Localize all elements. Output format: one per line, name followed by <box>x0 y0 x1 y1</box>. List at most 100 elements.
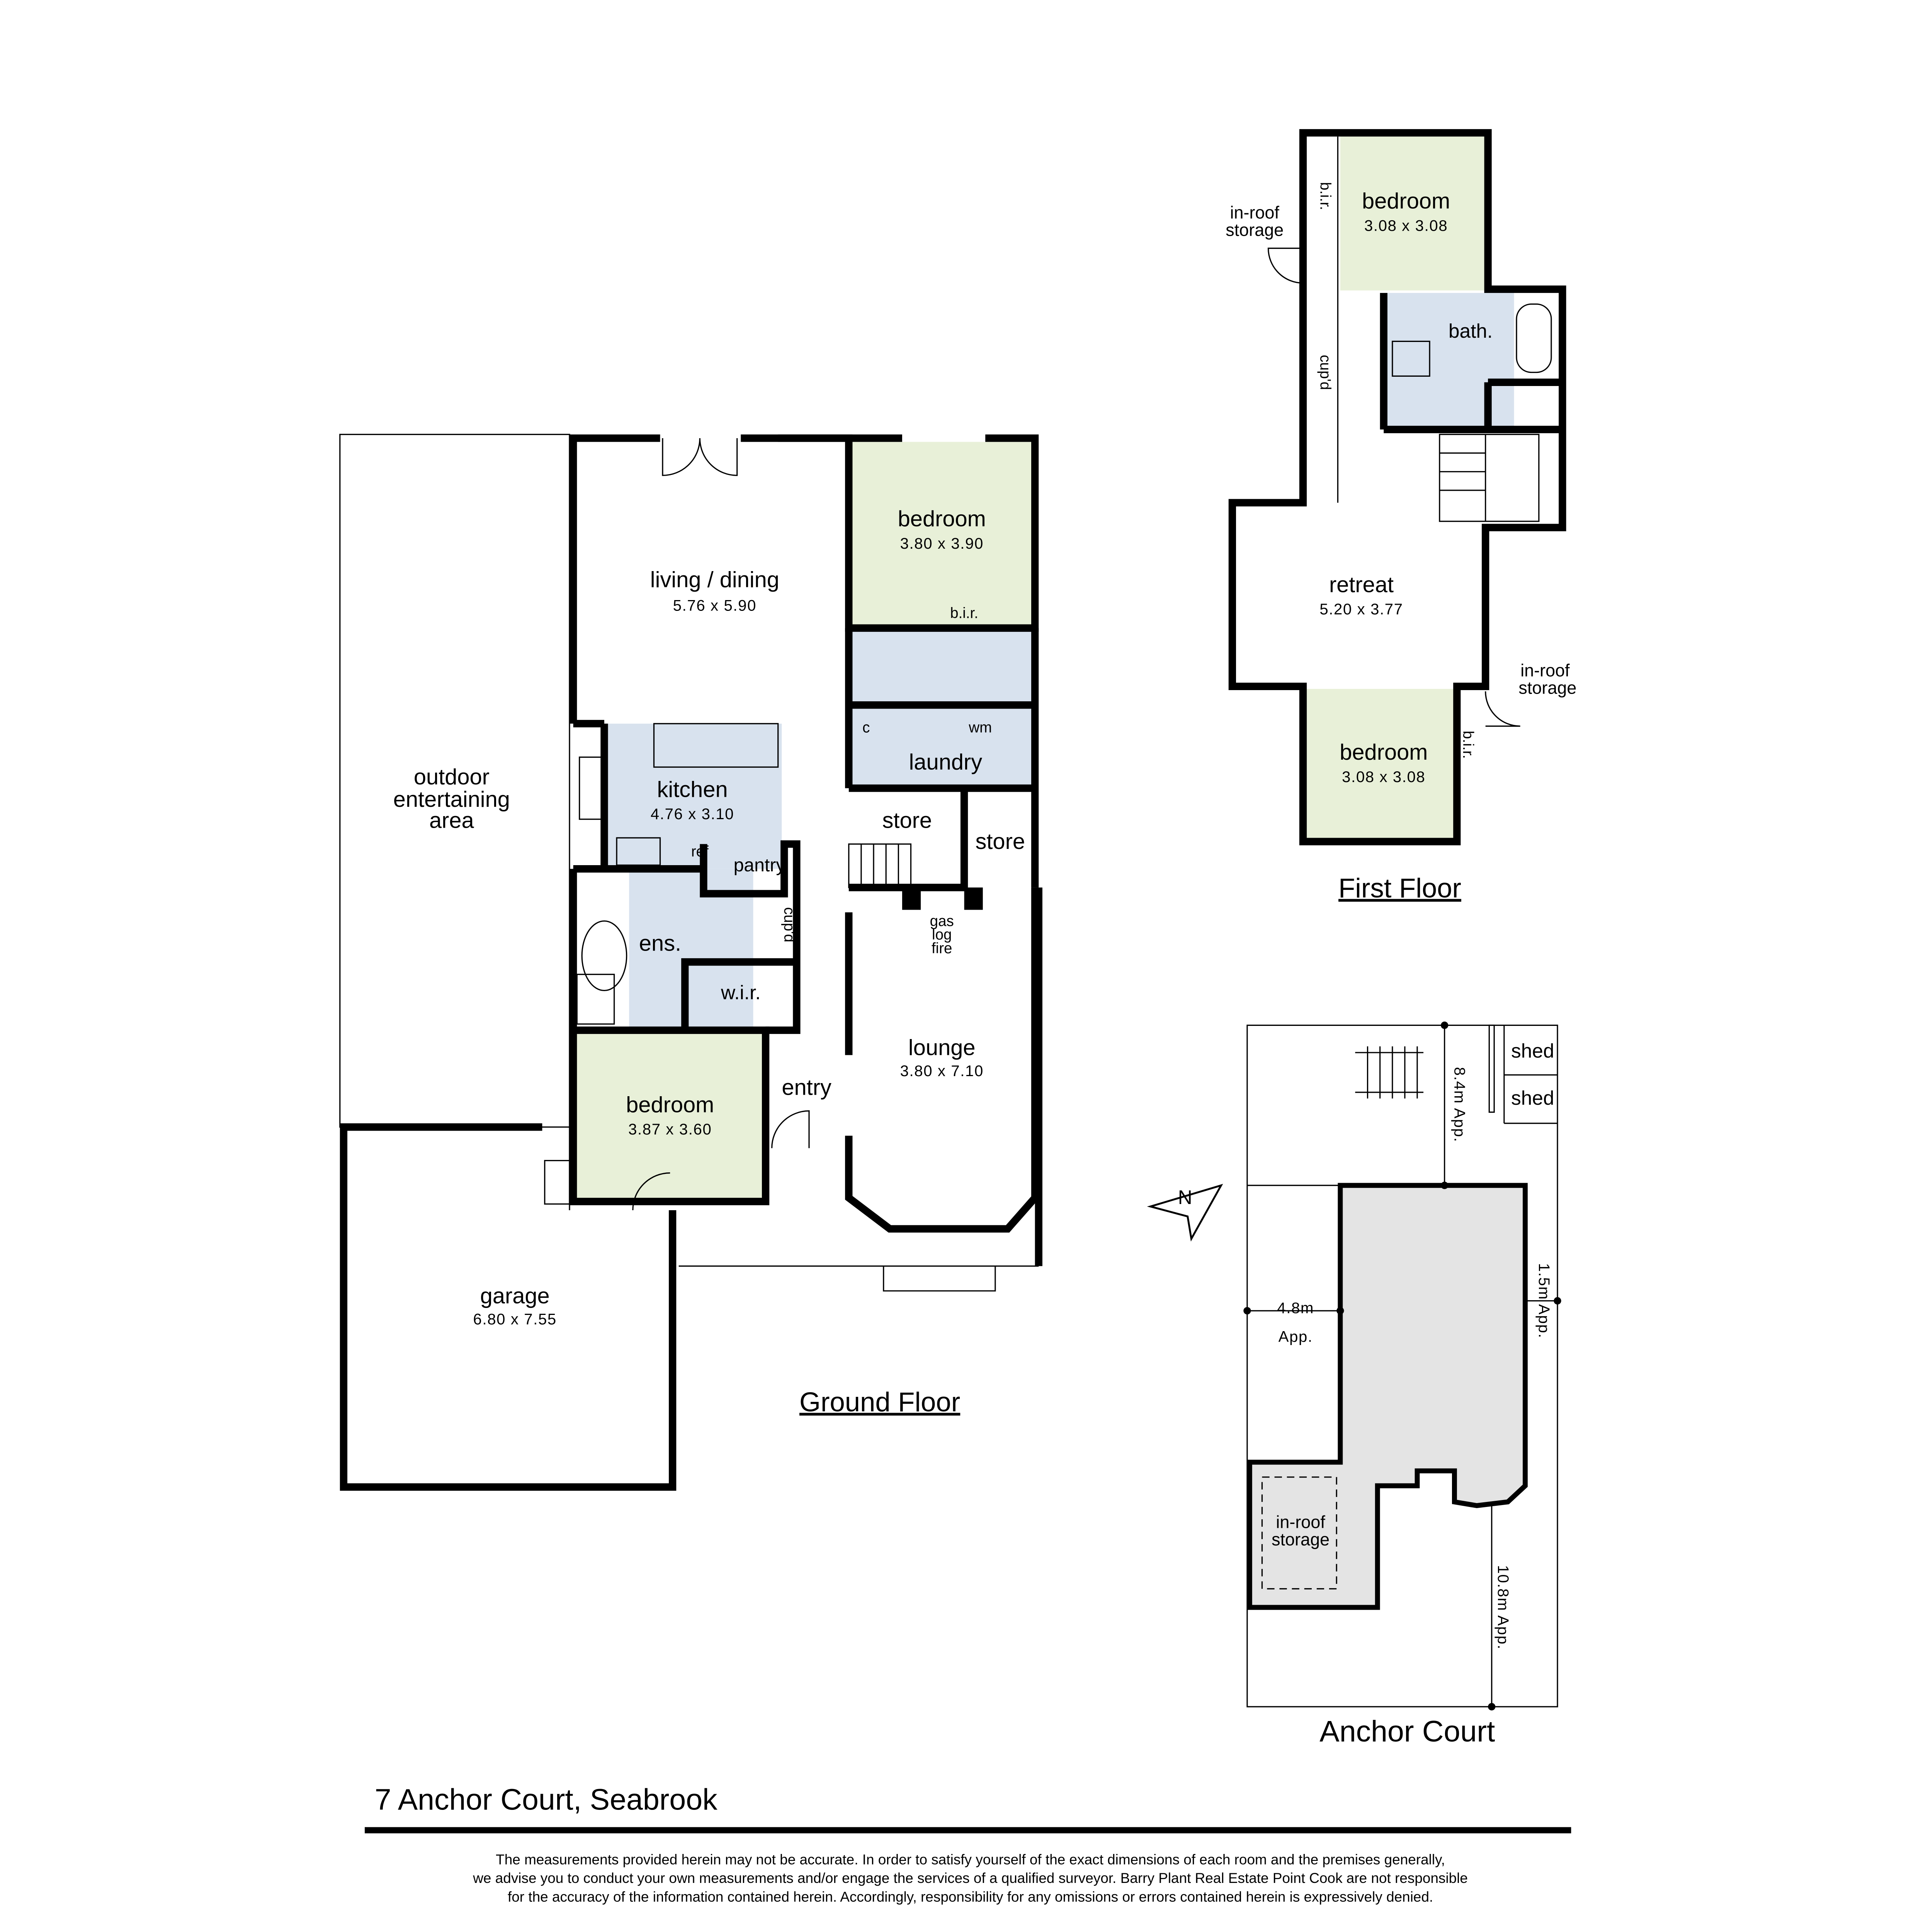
room-dims-living-dining: 5.76 x 5.90 <box>673 597 757 614</box>
wall <box>570 869 770 1206</box>
laundry-fill <box>848 707 1035 788</box>
wall <box>570 434 660 724</box>
in-roof-storage-label: in-roof <box>1230 202 1280 222</box>
room-name-garage: garage <box>480 1284 550 1308</box>
bathroom-fill <box>848 630 1035 705</box>
gas-log-fire-label: fire <box>932 940 952 957</box>
bedroom-2-fill <box>573 1034 766 1202</box>
wall <box>848 788 968 891</box>
first-floor-walls <box>1228 129 1566 845</box>
room-dims-kitchen: 4.76 x 3.10 <box>651 805 734 823</box>
room-dims-lounge: 3.80 x 7.10 <box>900 1062 984 1080</box>
room-name-bedroom: bedroom <box>898 507 986 531</box>
dim-side: 4.8m <box>1277 1299 1314 1317</box>
site-boundary <box>1246 1024 1558 1708</box>
shed-label: shed <box>1511 1087 1554 1109</box>
fence <box>1488 1024 1495 1113</box>
ground-floor-label: Ground Floor <box>799 1386 960 1417</box>
bir-label: b.i.r. <box>1317 182 1334 210</box>
cupboard-label: cup'd <box>1317 355 1334 390</box>
porch-outline <box>883 1266 996 1292</box>
first-floor-label: First Floor <box>1338 873 1461 903</box>
garage-walls <box>340 1123 677 1491</box>
ground-floor-plan: outdoor entertaining area living / dinin… <box>339 434 1042 1491</box>
cupboard-label: c <box>862 719 870 736</box>
fridge-label: ref <box>691 844 709 860</box>
outdoor-label: outdoor <box>414 765 490 789</box>
shower-icon <box>1392 340 1430 377</box>
in-roof-storage-label: storage <box>1518 678 1576 698</box>
shower-icon <box>576 974 615 1025</box>
room-name-lounge: lounge <box>908 1035 976 1060</box>
gas-log-fire-label: gas <box>930 913 954 929</box>
shed-label: shed <box>1511 1039 1554 1062</box>
bedroom-fill <box>1340 136 1486 291</box>
ensuite-label: ens. <box>639 931 681 956</box>
laundry-label: laundry <box>909 750 983 775</box>
dimension-dot <box>1243 1307 1251 1315</box>
dimension-dot <box>1488 1703 1496 1711</box>
dimension-dot <box>1441 1021 1448 1029</box>
bir-label: b.i.r. <box>950 605 978 622</box>
room-name-bedroom: bedroom <box>1340 740 1428 765</box>
store-label: store <box>975 829 1025 854</box>
in-roof-storage-label: storage <box>1272 1529 1329 1549</box>
room-name-kitchen: kitchen <box>657 777 728 802</box>
bath-fill <box>1384 293 1514 430</box>
dim-rear: 8.4m App. <box>1451 1067 1468 1142</box>
gas-log-fire-label: log <box>932 927 952 943</box>
bedroom-1-fill <box>848 442 1035 628</box>
bathtub-icon <box>1516 303 1552 373</box>
dim-side: App. <box>1278 1328 1313 1345</box>
disclaimer-line: for the accuracy of the information cont… <box>508 1889 1433 1905</box>
room-dims-bedroom: 3.08 x 3.08 <box>1342 768 1425 786</box>
site-plan: shed shed 8.4m App. 4.8m App. 1.5m App. … <box>1147 1021 1561 1748</box>
door-icon <box>1485 691 1520 727</box>
kitchen-island <box>653 723 779 768</box>
site-stairs <box>1355 1046 1424 1099</box>
cupboard-label: cup'd <box>781 907 797 942</box>
dimension-dot <box>1441 1182 1448 1189</box>
entry-door <box>771 1110 810 1148</box>
sink-icon <box>579 756 605 820</box>
room-name-bedroom: bedroom <box>626 1092 714 1117</box>
pantry-label: pantry <box>734 855 785 876</box>
site-house-outline <box>1247 1183 1528 1610</box>
dimension-dot <box>1554 1297 1561 1305</box>
dimension-dot <box>1336 1307 1344 1315</box>
bathtub-icon <box>581 920 627 992</box>
in-roof-storage-label: in-roof <box>1276 1512 1325 1532</box>
fireplace-block <box>964 887 983 910</box>
wall <box>681 958 797 1031</box>
property-address: 7 Anchor Court, Seabrook <box>375 1783 717 1816</box>
bir-label: b.i.r. <box>1460 731 1476 759</box>
disclaimer-line: The measurements provided herein may not… <box>496 1852 1445 1867</box>
first-floor-stairs <box>1439 434 1540 522</box>
store-label: store <box>882 808 932 833</box>
dim-front: 10.8m App. <box>1494 1565 1512 1650</box>
wir-label: w.i.r. <box>721 981 761 1003</box>
room-dims-bedroom: 3.80 x 3.90 <box>900 535 984 552</box>
garage-door <box>632 1172 670 1211</box>
bath-label: bath. <box>1448 320 1493 342</box>
washing-machine-label: wm <box>968 719 992 736</box>
divider <box>365 1827 1571 1833</box>
kitchen-fill <box>604 723 782 869</box>
street-label: Anchor Court <box>1319 1715 1495 1748</box>
room-dims-retreat: 5.20 x 3.77 <box>1319 600 1403 618</box>
room-dims-bedroom: 3.08 x 3.08 <box>1364 217 1448 234</box>
ground-stairs <box>848 843 912 888</box>
room-name-retreat: retreat <box>1329 572 1394 597</box>
outdoor-label: entertaining <box>393 787 510 812</box>
north-arrow-icon: N <box>1147 1184 1223 1242</box>
tub-sink-icon <box>544 1160 570 1205</box>
door-icon <box>1267 247 1303 284</box>
room-name-living-dining: living / dining <box>650 567 779 592</box>
room-dims-garage: 6.80 x 7.55 <box>473 1311 557 1328</box>
room-name-bedroom: bedroom <box>1362 189 1450 214</box>
first-floor-plan: in-roof storage b.i.r. bedroom 3.08 x 3.… <box>1226 129 1576 903</box>
entry-label: entry <box>782 1075 831 1100</box>
disclaimer-line: we advise you to conduct your own measur… <box>473 1870 1468 1886</box>
in-roof-storage-label: storage <box>1226 220 1284 240</box>
north-label: N <box>1178 1186 1192 1208</box>
